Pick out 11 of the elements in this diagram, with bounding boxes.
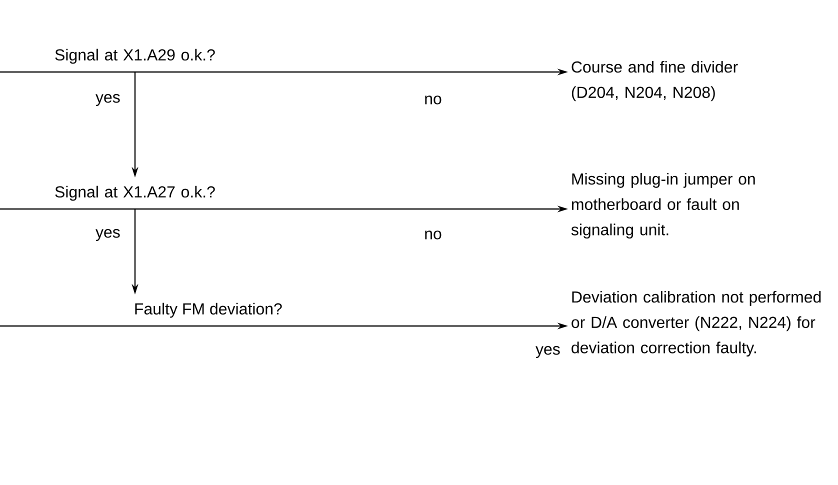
edge-label: yes xyxy=(94,92,122,108)
outcome-text: Missing plug-in jumper on motherboard or fault on signaling unit. xyxy=(571,172,755,239)
edge-label: yes xyxy=(94,228,122,242)
edge-label: yes xyxy=(534,344,562,360)
question-text: Faulty FM deviation? xyxy=(135,302,282,318)
edge-label: no xyxy=(422,229,444,241)
edge-label: no xyxy=(422,94,444,106)
question-text: Signal at X1.A27 o.k.? xyxy=(55,186,215,201)
outcome-text: Deviation calibration not performed or D/A converter (N222, N224) for deviation correction faulty. xyxy=(572,290,821,357)
question-text: Signal at X1.A29 o.k.? xyxy=(55,48,215,64)
outcome-text: Course and fine divider (D204, N204, N208) xyxy=(572,60,738,102)
